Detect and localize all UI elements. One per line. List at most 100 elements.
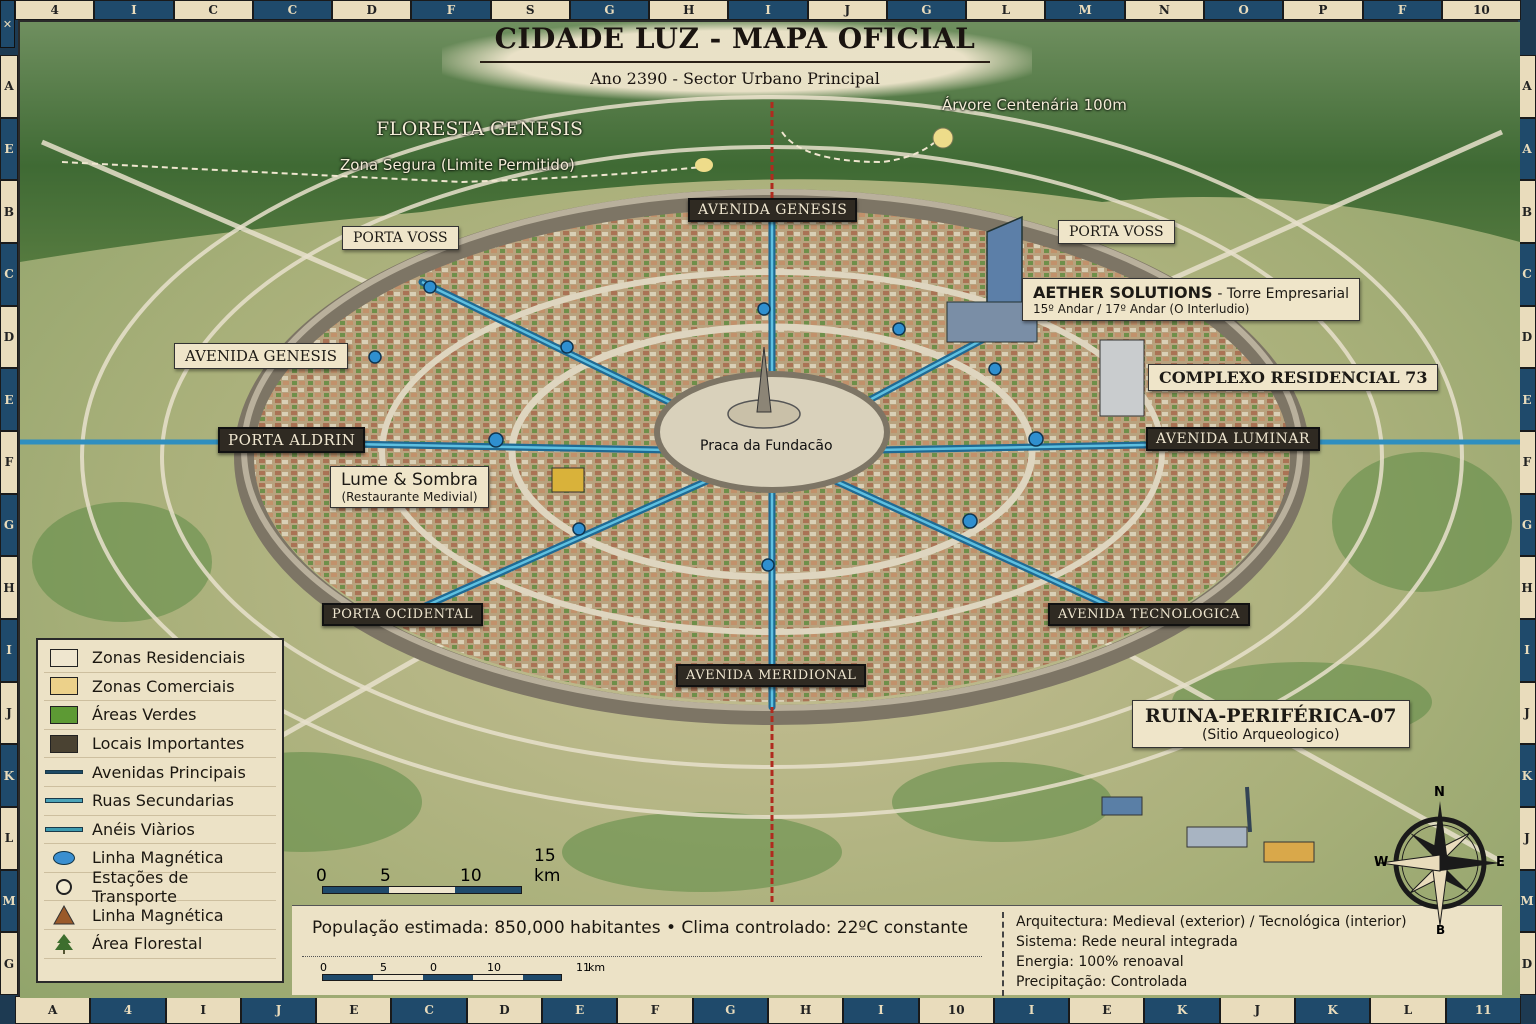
label-porta-aldrin[interactable]: PORTA ALDRIN [218,427,366,453]
label-porta-voss-left[interactable]: PORTA VOSS [342,226,459,250]
grid-ref-top: C [252,0,333,20]
legend-item: Linha Magnética [44,901,276,930]
triangle-icon [44,905,84,925]
ruina-name: RUINA-PERIFÉRICA-07 [1145,705,1397,727]
legend-label: Linha Magnética [92,905,224,925]
label-zona-segura[interactable]: Zona Segura (Limite Permitido) [340,156,575,174]
compass-south: B [1436,923,1446,937]
grid-ref-top: S [490,0,570,20]
scale-tick-label: 0 [320,961,327,974]
grid-ref-right: A [1518,117,1536,181]
grid-ref-left: F [0,431,18,494]
scale-tick-label: 10 [487,961,501,974]
grid-ref-bottom: I [165,996,241,1024]
grid-ref-bottom: K [1295,996,1371,1024]
legend-item: Linha Magnética [44,844,276,873]
scale-tick-label: 0 [316,866,327,886]
close-icon[interactable]: ✕ [0,0,15,48]
scale-tick-label: km [588,961,606,974]
grid-ref-right: H [1518,556,1536,620]
label-arvore-centenaria[interactable]: Árvore Centenária 100m [942,96,1127,114]
aether-name: AETHER SOLUTIONS [1033,283,1213,302]
info-divider [302,956,982,957]
grid-ref-left: J [0,681,18,745]
label-avenida-meridional[interactable]: AVENIDA MERIDIONAL [676,664,867,687]
label-avenida-luminar[interactable]: AVENIDA LUMINAR [1146,427,1320,451]
grid-ref-top: 4 [15,0,95,20]
label-porta-ocidental[interactable]: PORTA OCIDENTAL [322,603,483,626]
legend-label: Locais Importantes [92,734,245,754]
legend-label: Zonas Residenciais [92,648,246,668]
grid-ref-right: I [1518,619,1536,682]
grid-ref-bottom: F [617,996,693,1024]
grid-ref-top: O [1203,0,1284,20]
grid-ref-left: H [0,556,18,620]
grid-ref-right: M [1518,869,1536,933]
legend-line-icon [44,763,84,781]
grid-ref-left: E [0,368,18,432]
grid-ref-bottom: D [466,996,543,1024]
legend-label: Estações de Transporte [92,867,189,906]
grid-ref-right: A [1518,55,1536,118]
grid-ref-right: K [1518,744,1536,808]
legend-label: Áreas Verdes [92,705,197,725]
label-praca-da-fundacao[interactable]: Praca da Fundacão [700,438,833,454]
grid-ref-bottom: I [843,996,919,1024]
station-icon [44,878,84,896]
info-precipitation: Precipitação: Controlada [1016,974,1188,990]
lume-name: Lume & Sombra [341,470,478,490]
grid-ref-right: F [1518,431,1536,494]
scale-tick-label: 15 km [534,846,561,886]
grid-ref-left: G [0,493,18,557]
grid-ref-right: J [1518,681,1536,745]
title-divider [480,61,990,63]
grid-ref-bottom: 4 [90,996,166,1024]
info-architecture: Arquitectura: Medieval (exterior) / Tecn… [1016,914,1407,930]
label-ruina-periferica[interactable]: RUINA-PERIFÉRICA-07 (Sitio Arqueologico) [1132,700,1410,748]
legend-label: Avenidas Principais [92,762,246,782]
label-porta-voss-right[interactable]: PORTA VOSS [1058,220,1175,244]
lume-desc: (Restaurante Medivial) [341,490,478,504]
grid-ref-bottom: J [1219,996,1296,1024]
legend-item: Ruas Secundarias [44,787,276,816]
legend-item: Zonas Residenciais [44,644,276,673]
grid-ref-top: I [94,0,174,20]
legend-label: Ruas Secundarias [92,791,234,811]
grid-ref-right: C [1518,243,1536,306]
grid-ref-left: B [0,180,18,244]
label-floresta-genesis[interactable]: FLORESTA GENESIS [376,118,584,140]
label-complexo-residencial[interactable]: COMPLEXO RESIDENCIAL 73 [1148,364,1439,391]
label-aether-solutions[interactable]: AETHER SOLUTIONS - Torre Empresarial 15º… [1022,278,1361,321]
ruina-desc: (Sitio Arqueologico) [1201,727,1340,743]
magnetic-line-icon [44,849,84,867]
label-avenida-genesis-left[interactable]: AVENIDA GENESIS [174,343,349,369]
grid-ref-bottom: G [692,996,768,1024]
grid-ref-bottom: I [993,996,1070,1024]
grid-ref-left: E [0,117,18,181]
grid-ref-right: D [1518,932,1536,996]
label-avenida-tecnologica[interactable]: AVENIDA TECNOLOGICA [1048,603,1250,626]
map-title: CIDADE LUZ - MAPA OFICIAL [494,22,976,55]
label-lume-e-sombra[interactable]: Lume & Sombra (Restaurante Medivial) [330,466,489,508]
grid-ref-bottom: L [1370,996,1446,1024]
scale-bar-main-track [322,886,522,894]
label-avenida-genesis-top[interactable]: AVENIDA GENESIS [688,198,858,222]
scale-tick-label: 5 [380,961,387,974]
grid-ref-bottom: A [15,996,91,1024]
grid-ref-left: C [0,243,18,306]
grid-ref-top: F [1362,0,1442,20]
legend-item: Locais Importantes [44,730,276,759]
grid-ref-bottom: 10 [918,996,994,1024]
info-energy: Energia: 100% renoaval [1016,954,1184,970]
grid-ref-top: G [569,0,650,20]
legend-item: Áreas Verdes [44,701,276,730]
legend-label: Zonas Comerciais [92,676,235,696]
legend-swatch [44,677,84,696]
grid-ref-top: P [1283,0,1363,20]
grid-ref-bottom: E [316,996,392,1024]
aether-floors: 15º Andar / 17º Andar (O Interludio) [1033,302,1250,316]
grid-ref-top: I [728,0,808,20]
